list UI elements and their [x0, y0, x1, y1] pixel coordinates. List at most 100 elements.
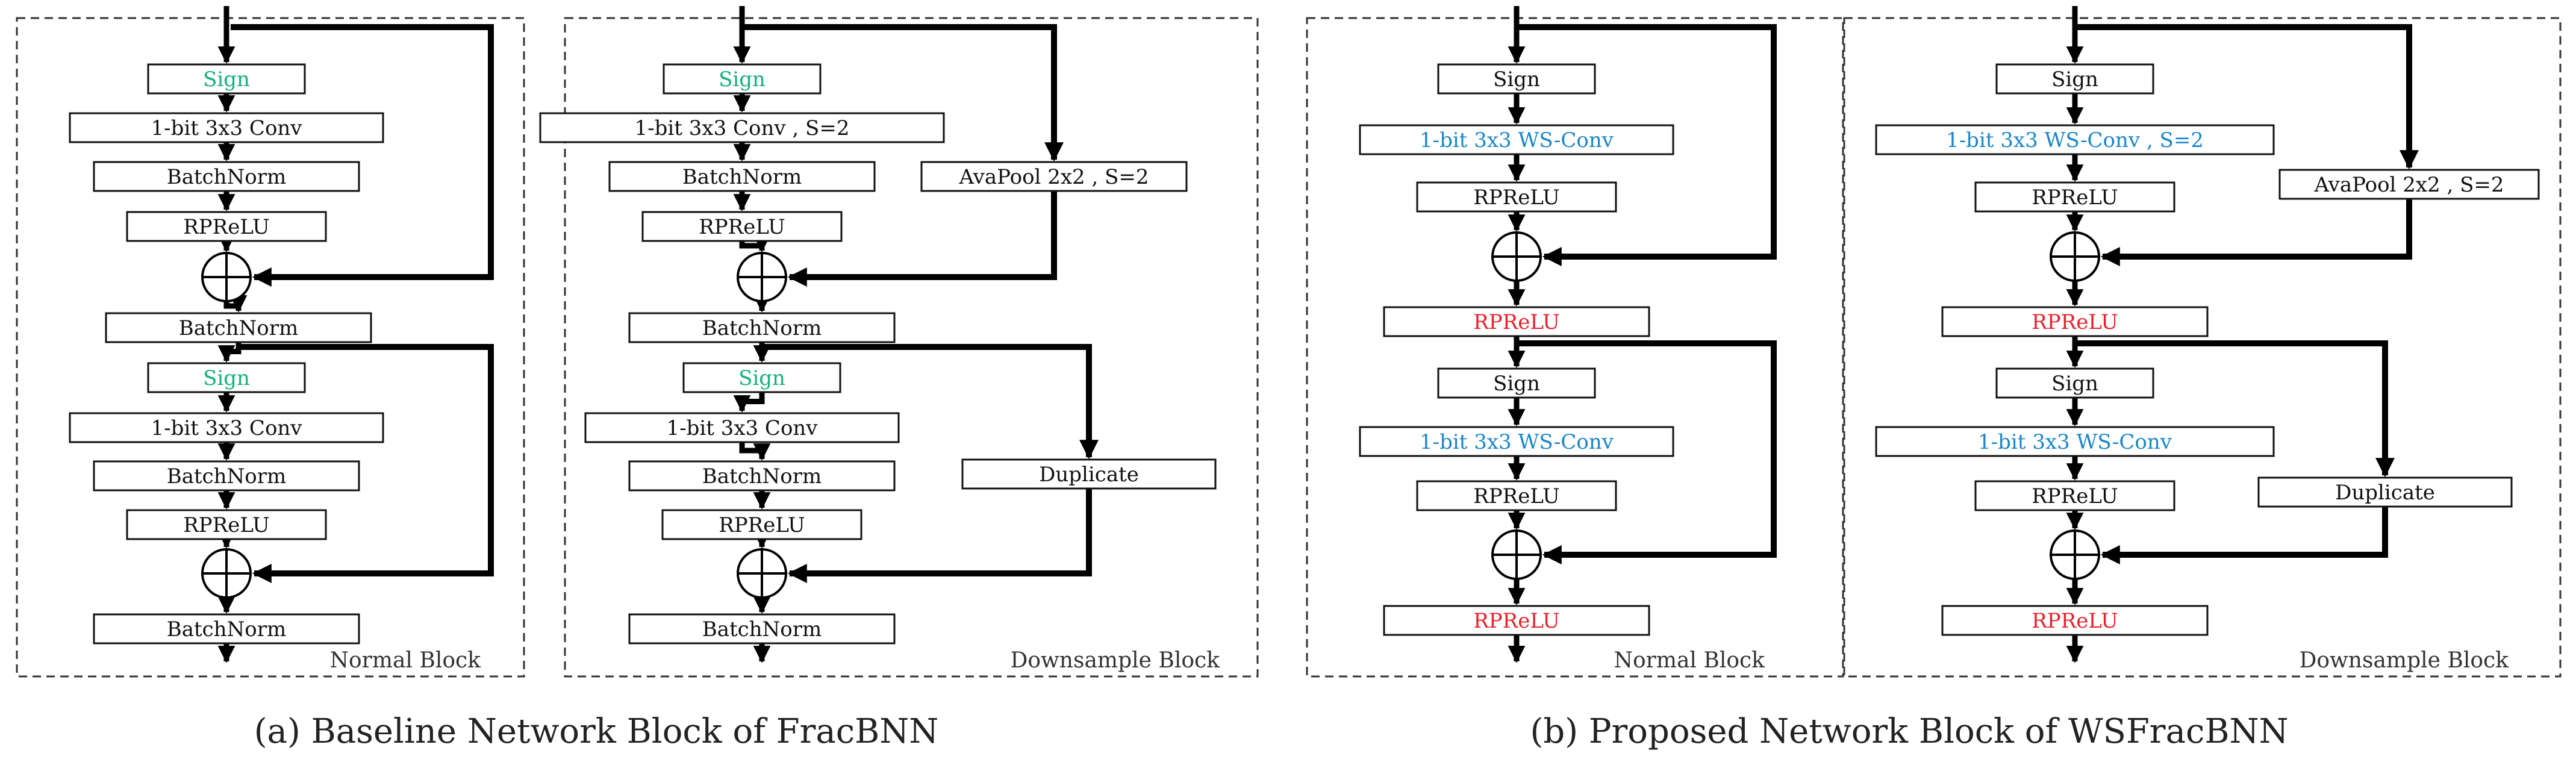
skip-p2-2a [762, 344, 1099, 460]
node-label: BatchNorm [702, 316, 822, 340]
node-label: AvaPool 2x2 , S=2 [2313, 173, 2504, 197]
node-p2-c1: 1-bit 3x3 Conv , S=2 [539, 112, 945, 143]
node-label: RPReLU [2032, 484, 2118, 508]
node-label: 1-bit 3x3 Conv [666, 416, 818, 440]
node-p1-b1: BatchNorm [93, 161, 360, 192]
node-p4-c1: 1-bit 3x3 WS-Conv , S=2 [1875, 124, 2275, 155]
node-p2-s2: Sign [682, 362, 841, 393]
caption-left: (a) Baseline Network Block of FracBNN [254, 712, 939, 751]
node-p2-sk1: AvaPool 2x2 , S=2 [920, 161, 1188, 192]
node-box [1941, 306, 2209, 337]
node-label: 1-bit 3x3 Conv [151, 116, 302, 140]
node-box [1437, 63, 1596, 95]
node-p1-s1: Sign [147, 63, 306, 95]
node-p2-b3: BatchNorm [628, 460, 896, 492]
panel-label-p4: Downsample Block [2299, 648, 2509, 673]
node-p1-c2: 1-bit 3x3 Conv [69, 412, 384, 443]
node-label: BatchNorm [167, 464, 287, 489]
node-box [1416, 181, 1617, 213]
node-p4-rr2: RPReLU [1941, 605, 2209, 636]
panel-label-p3: Normal Block [1614, 648, 1765, 673]
node-box [69, 412, 384, 443]
node-p1-c1: 1-bit 3x3 Conv [69, 112, 384, 143]
node-label: Sign [738, 366, 785, 390]
adder-p2-a1 [737, 252, 787, 302]
node-p4-r1: RPReLU [1974, 181, 2175, 213]
node-label: 1-bit 3x3 WS-Conv [1420, 430, 1614, 454]
node-label: BatchNorm [167, 165, 287, 189]
node-p4-c2: 1-bit 3x3 WS-Conv [1875, 426, 2275, 457]
node-box [628, 613, 896, 645]
node-label: BatchNorm [179, 316, 299, 340]
node-p4-rr1: RPReLU [1941, 306, 2209, 337]
node-box [126, 509, 327, 540]
node-label: RPReLU [1473, 484, 1560, 508]
node-box [1437, 367, 1596, 399]
adder-p2-a2 [737, 548, 787, 599]
node-box [1995, 63, 2154, 95]
node-label: Sign [2051, 67, 2098, 92]
node-box [1995, 367, 2154, 399]
node-label: AvaPool 2x2 , S=2 [958, 165, 1149, 189]
node-box [682, 362, 841, 393]
node-label: RPReLU [1473, 609, 1560, 633]
node-box [147, 362, 306, 393]
node-label: Sign [2051, 372, 2098, 396]
node-box [1383, 605, 1650, 636]
node-label: 1-bit 3x3 Conv , S=2 [635, 116, 850, 140]
node-label: RPReLU [183, 513, 270, 537]
node-p2-b4: BatchNorm [628, 613, 896, 645]
node-box [663, 63, 822, 95]
node-p3-r1: RPReLU [1416, 181, 1617, 213]
node-label: RPReLU [2032, 609, 2118, 633]
node-p4-s2: Sign [1995, 367, 2154, 399]
node-p2-sk2: Duplicate [961, 458, 1217, 490]
node-label: 1-bit 3x3 Conv [151, 416, 302, 440]
node-p2-r2: RPReLU [661, 509, 862, 540]
node-box [641, 211, 843, 242]
node-box [2278, 169, 2540, 200]
skip-p2-2b [787, 489, 1092, 584]
node-p1-r2: RPReLU [126, 509, 327, 540]
node-label: Sign [1493, 372, 1540, 396]
node-box [628, 312, 896, 343]
node-box [147, 63, 306, 95]
caption-right: (b) Proposed Network Block of WSFracBNN [1530, 712, 2289, 751]
edge-p2-s2-c2 [733, 392, 765, 413]
node-label: Duplicate [2335, 481, 2435, 505]
node-label: RPReLU [2032, 310, 2118, 334]
node-box [69, 112, 384, 143]
node-box [93, 613, 360, 645]
node-box [93, 460, 360, 492]
node-label: BatchNorm [702, 617, 822, 641]
node-box [2257, 476, 2513, 508]
panel-label-p1: Normal Block [329, 648, 481, 673]
node-p3-s2: Sign [1437, 367, 1596, 399]
node-label: Sign [203, 366, 250, 390]
node-p4-s1: Sign [1995, 63, 2154, 95]
node-p3-rr2: RPReLU [1383, 605, 1650, 636]
skip-p3-1 [1517, 24, 1777, 267]
skip-p4-1a [2075, 24, 2419, 170]
adder-p4-a1 [2050, 231, 2100, 282]
node-p4-sk2: Duplicate [2257, 476, 2513, 508]
node-p3-s1: Sign [1437, 63, 1596, 95]
node-box [1875, 426, 2275, 457]
node-box [1359, 124, 1674, 155]
skip-p1-2 [239, 344, 494, 584]
adder-p4-a2 [2050, 529, 2100, 580]
node-label: 1-bit 3x3 WS-Conv [1978, 430, 2172, 454]
node-box [1974, 181, 2175, 213]
node-label: RPReLU [1473, 186, 1560, 210]
panel-border-p3 [1306, 17, 1844, 678]
node-box [920, 161, 1188, 192]
node-p2-s1: Sign [663, 63, 822, 95]
node-box [105, 312, 372, 343]
edges-layer [217, 6, 2419, 663]
node-label: RPReLU [2032, 186, 2118, 210]
node-label: Sign [719, 67, 766, 92]
panel-border-p1 [16, 17, 525, 678]
node-p2-b1: BatchNorm [608, 161, 876, 192]
